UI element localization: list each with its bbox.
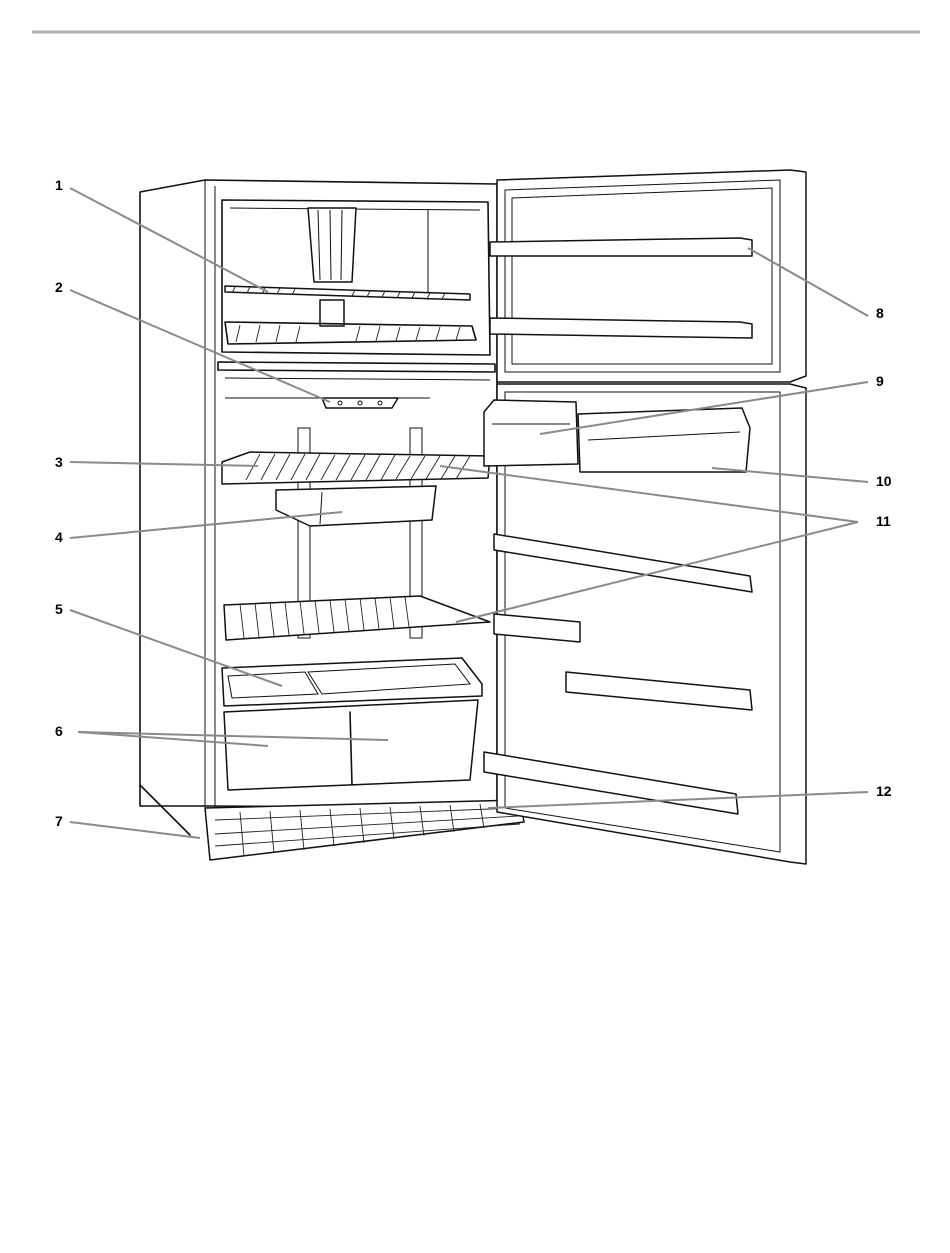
dairy-center-right (578, 408, 750, 472)
callout-10: 10 (876, 473, 892, 489)
fresh-food-compartment (205, 378, 524, 860)
callout-6: 6 (55, 723, 63, 739)
callout-5: 5 (55, 601, 63, 617)
callout-3: 3 (55, 454, 63, 470)
callout-4: 4 (55, 529, 63, 545)
utility-bin (276, 486, 436, 526)
freezer-door-rail-lower (490, 318, 752, 338)
crisper-cover (222, 658, 482, 706)
freezer-door-rail-upper (490, 238, 752, 256)
callout-2: 2 (55, 279, 63, 295)
callout-9: 9 (876, 373, 884, 389)
callout-12: 12 (876, 783, 892, 799)
ice-bucket (308, 208, 356, 282)
base-grille (205, 800, 524, 860)
callout-11: 11 (876, 513, 891, 529)
freezer-door (490, 170, 806, 382)
callout-7: 7 (55, 813, 63, 829)
callout-1: 1 (55, 177, 63, 193)
freezer-compartment (218, 200, 495, 372)
dairy-center-left (484, 400, 578, 466)
callout-8: 8 (876, 305, 884, 321)
fresh-food-door (484, 384, 806, 864)
temperature-control (322, 398, 398, 408)
lower-shelf (224, 596, 490, 640)
